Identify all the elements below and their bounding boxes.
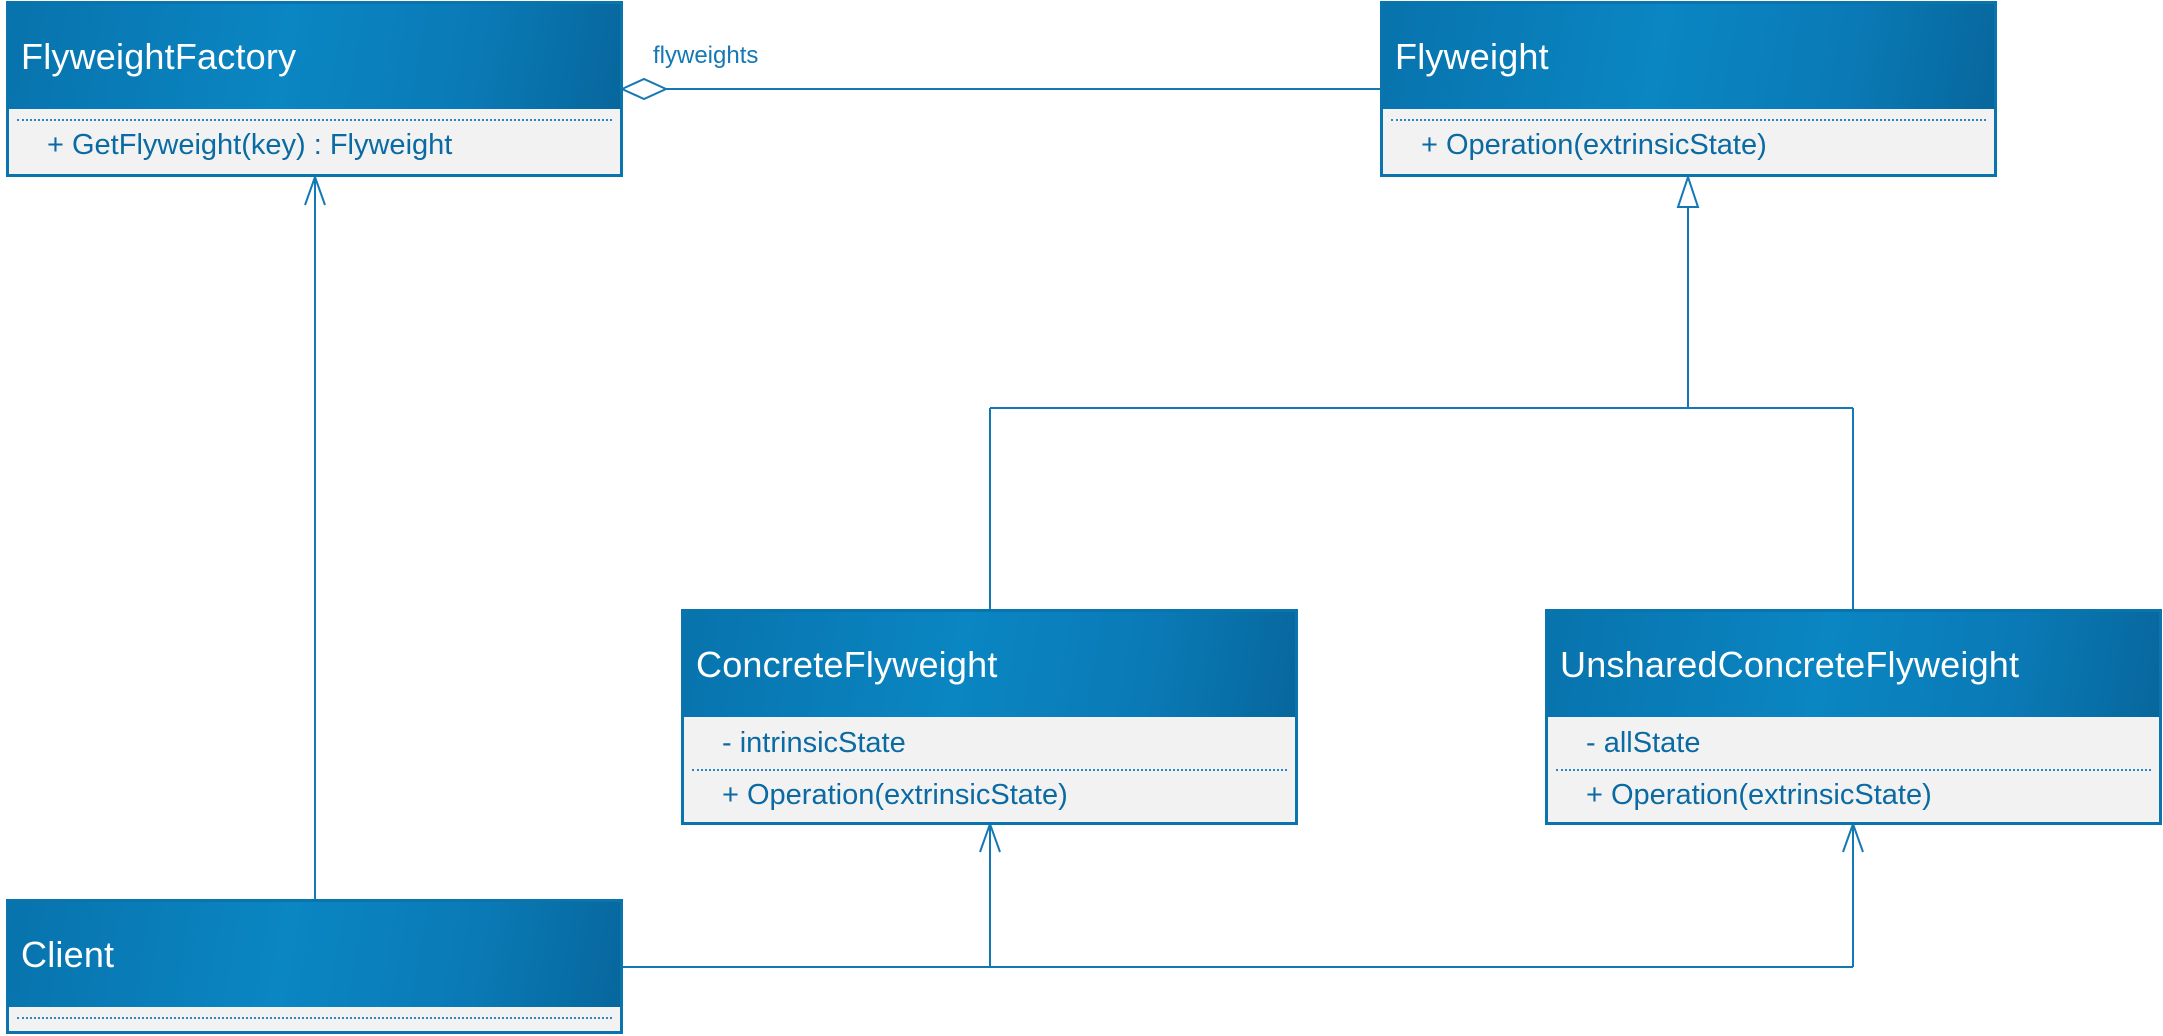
- class-client[interactable]: Client: [6, 899, 623, 1034]
- association-label: flyweights: [653, 42, 759, 69]
- class-name: UnsharedConcreteFlyweight: [1548, 612, 2159, 717]
- compartment-separator: [17, 1017, 612, 1019]
- operation: + Operation(extrinsicState): [1421, 128, 1767, 161]
- class-name: Flyweight: [1383, 4, 1994, 109]
- operation: + Operation(extrinsicState): [722, 778, 1068, 811]
- class-name: Client: [9, 902, 620, 1007]
- class-unshared-concrete-flyweight[interactable]: UnsharedConcreteFlyweight - allState + O…: [1545, 609, 2162, 825]
- compartment-separator: [692, 769, 1287, 771]
- class-name: FlyweightFactory: [9, 4, 620, 109]
- compartment-separator: [1391, 119, 1986, 121]
- attribute: - allState: [1586, 726, 1701, 759]
- class-name: ConcreteFlyweight: [684, 612, 1295, 717]
- aggregation-diamond: [619, 77, 669, 101]
- class-flyweight-factory[interactable]: FlyweightFactory + GetFlyweight(key) : F…: [6, 1, 623, 177]
- class-concrete-flyweight[interactable]: ConcreteFlyweight - intrinsicState + Ope…: [681, 609, 1298, 825]
- operation: + GetFlyweight(key) : Flyweight: [47, 128, 453, 161]
- client-to-factory-arrowhead: [304, 174, 326, 206]
- operation: + Operation(extrinsicState): [1586, 778, 1932, 811]
- attribute: - intrinsicState: [722, 726, 906, 759]
- generalization-triangle: [1676, 173, 1700, 208]
- compartment-separator: [1556, 769, 2151, 771]
- class-flyweight[interactable]: Flyweight + Operation(extrinsicState): [1380, 1, 1997, 177]
- compartment-separator: [17, 119, 612, 121]
